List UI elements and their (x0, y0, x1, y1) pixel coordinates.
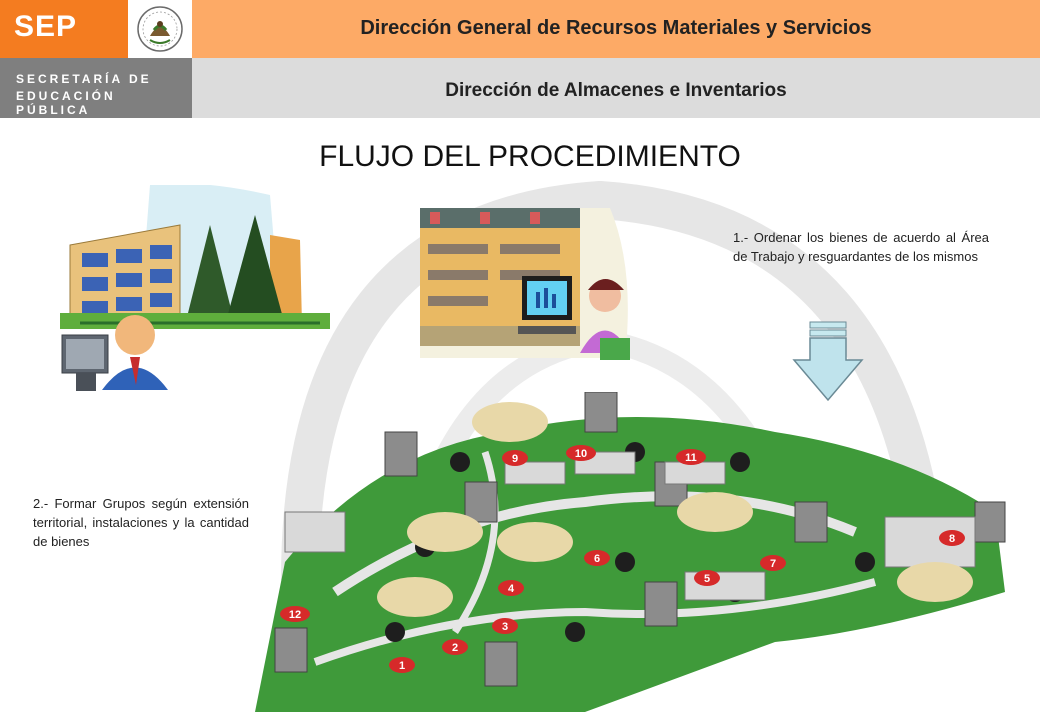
zone-label-7: 7 (770, 558, 776, 570)
zone-label-5: 5 (704, 573, 710, 585)
classroom-icon (420, 208, 630, 360)
zone-label-12: 12 (289, 609, 301, 621)
zone-label-2: 2 (452, 642, 458, 654)
coat-of-arms-icon (128, 0, 192, 58)
header-band-top: Dirección General de Recursos Materiales… (192, 0, 1040, 58)
header-title: Dirección General de Recursos Materiales… (360, 17, 872, 39)
zone-label-8: 8 (949, 533, 955, 545)
office-worker-icon (61, 315, 168, 391)
page-title: FLUJO DEL PROCEDIMIENTO (319, 140, 741, 173)
header-band-bottom: Dirección de Almacenes e Inventarios (192, 58, 1040, 118)
zone-label-11: 11 (685, 452, 697, 464)
wordmark-line-1: SECRETARÍA DE (16, 72, 152, 86)
zone-label-1: 1 (399, 660, 405, 672)
sep-logo: SEP (0, 0, 128, 58)
zone-label-10: 10 (575, 448, 587, 460)
zone-label-4: 4 (508, 583, 515, 595)
school-building-icon (60, 185, 330, 391)
step-2-text: 2.- Formar Grupos según extensión territ… (33, 496, 249, 549)
zone-label-6: 6 (594, 553, 600, 565)
campus-map-icon: 1 2 3 4 5 6 7 8 9 10 11 12 (255, 392, 1006, 712)
sep-wordmark: SECRETARÍA DE EDUCACIÓN PÚBLICA (0, 58, 192, 118)
header: SEP SECRETARÍA DE EDUCACIÓN PÚBLICA Dire… (0, 0, 1040, 118)
step-1-text: 1.- Ordenar los bienes de acuerdo al Áre… (733, 230, 989, 264)
office-worker-icon (518, 276, 630, 360)
sep-logo-text: SEP (14, 10, 78, 43)
arrow-down-icon (792, 321, 864, 402)
header-subtitle: Dirección de Almacenes e Inventarios (445, 80, 787, 101)
zone-label-9: 9 (512, 453, 518, 465)
zone-label-3: 3 (502, 621, 508, 633)
wordmark-line-2: EDUCACIÓN PÚBLICA (16, 89, 116, 117)
